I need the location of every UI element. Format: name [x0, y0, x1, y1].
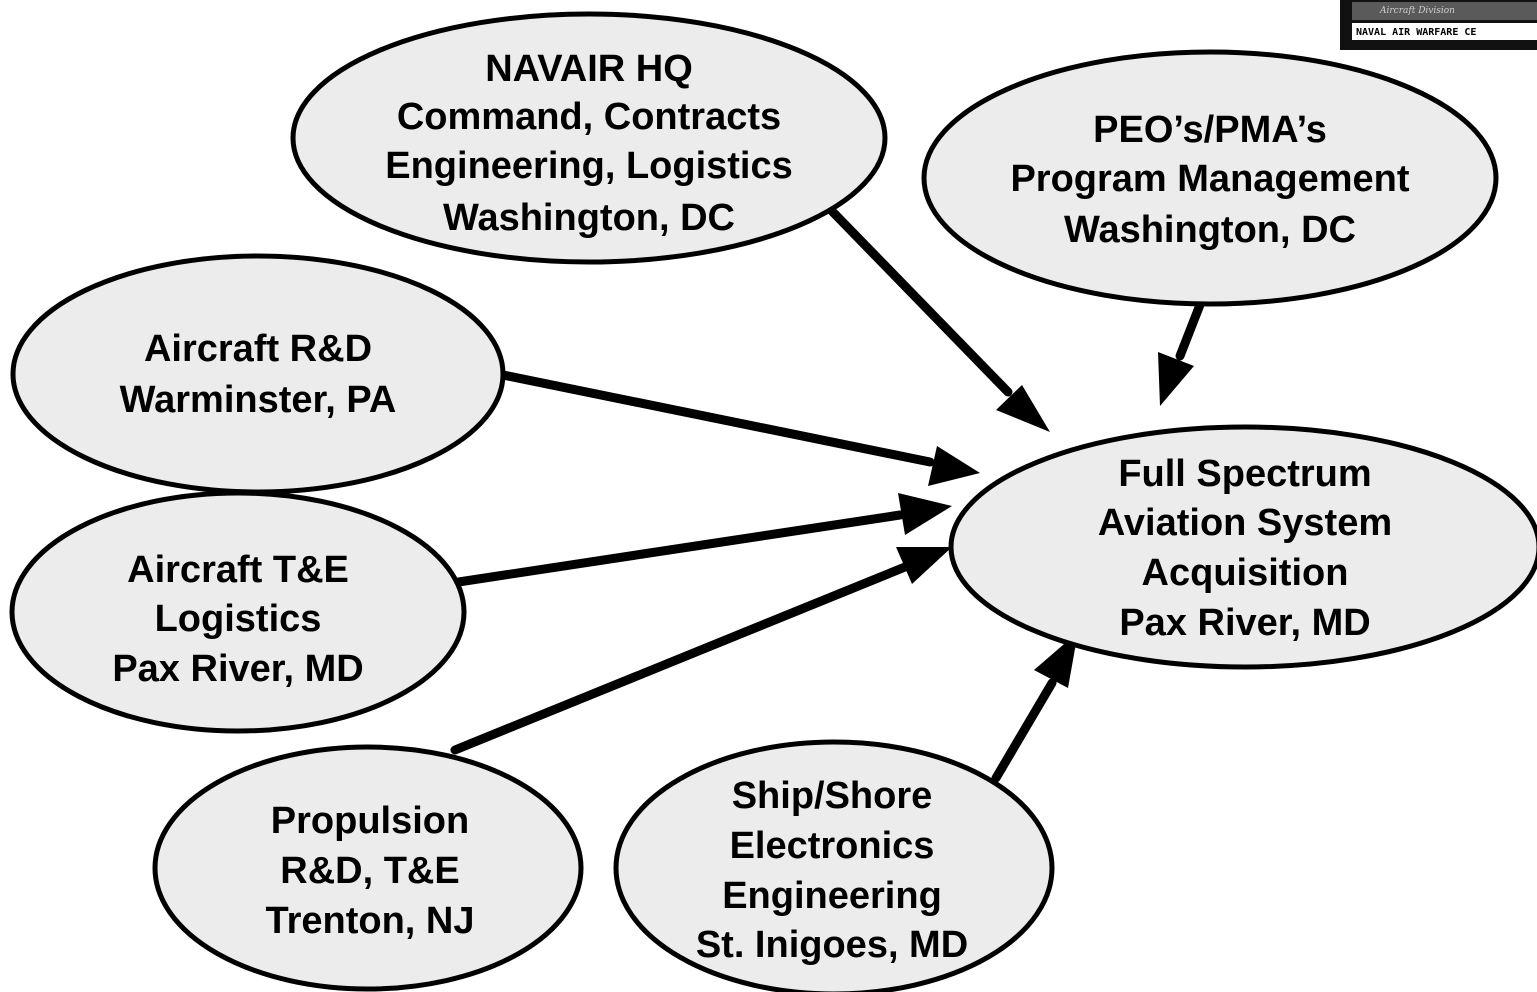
node-ship-shore: Ship/Shore Electronics Engineering St. I… — [613, 739, 1055, 992]
node-aircraft-rd-line-2: Warminster, PA — [120, 379, 397, 421]
node-full-spectrum-line-1: Full Spectrum — [1118, 453, 1371, 495]
arrow-peo-to-full-spectrum — [1158, 287, 1210, 406]
node-navair-hq-line-1: NAVAIR HQ — [485, 48, 693, 90]
node-peo-pma-line-2: Program Management — [1010, 158, 1409, 200]
node-ship-shore-line-4: St. Inigoes, MD — [696, 924, 968, 966]
node-aircraft-te-line-1: Aircraft T&E — [127, 549, 349, 591]
node-peo-pma: PEO’s/PMA’s Program Management Washingto… — [921, 49, 1499, 307]
node-navair-hq-line-3: Engineering, Logistics — [385, 145, 793, 187]
node-propulsion-line-2: R&D, T&E — [280, 850, 459, 892]
node-full-spectrum-line-2: Aviation System — [1098, 502, 1392, 544]
node-aircraft-te-line-2: Logistics — [155, 598, 322, 640]
node-navair-hq: NAVAIR HQ Command, Contracts Engineering… — [290, 11, 888, 265]
node-aircraft-te-line-3: Pax River, MD — [112, 648, 363, 690]
node-peo-pma-line-3: Washington, DC — [1064, 209, 1356, 251]
node-ship-shore-line-2: Electronics — [730, 825, 935, 867]
logo-script-text: Aircraft Division — [1379, 6, 1455, 16]
arrow-propulsion-to-full-spectrum — [450, 547, 952, 755]
arrows-layer — [447, 202, 1210, 783]
node-aircraft-rd: Aircraft R&D Warminster, PA — [10, 253, 506, 495]
node-propulsion-line-1: Propulsion — [271, 800, 469, 842]
arrow-aircraft-te-to-full-spectrum — [447, 493, 952, 588]
node-full-spectrum: Full Spectrum Aviation System Acquisitio… — [948, 424, 1537, 670]
node-propulsion: Propulsion R&D, T&E Trenton, NJ — [152, 744, 584, 992]
node-navair-hq-line-4: Washington, DC — [443, 197, 735, 239]
node-propulsion-line-3: Trenton, NJ — [265, 900, 474, 942]
naval-air-warfare-logo: Aircraft Division NAVAL AIR WARFARE CE — [1340, 0, 1537, 50]
arrow-aircraft-rd-to-full-spectrum — [498, 370, 980, 486]
logo-caption: NAVAL AIR WARFARE CE — [1356, 27, 1476, 38]
node-ship-shore-line-1: Ship/Shore — [732, 775, 933, 817]
node-ship-shore-line-3: Engineering — [722, 875, 942, 917]
arrow-navair-to-full-spectrum — [823, 202, 1050, 432]
node-peo-pma-line-1: PEO’s/PMA’s — [1093, 109, 1327, 151]
node-aircraft-te: Aircraft T&E Logistics Pax River, MD — [9, 490, 467, 734]
node-full-spectrum-line-4: Pax River, MD — [1119, 602, 1370, 644]
node-aircraft-rd-line-1: Aircraft R&D — [144, 328, 372, 370]
node-full-spectrum-line-3: Acquisition — [1142, 552, 1349, 594]
arrow-ship-shore-to-full-spectrum — [991, 632, 1078, 783]
node-navair-hq-line-2: Command, Contracts — [397, 96, 781, 138]
